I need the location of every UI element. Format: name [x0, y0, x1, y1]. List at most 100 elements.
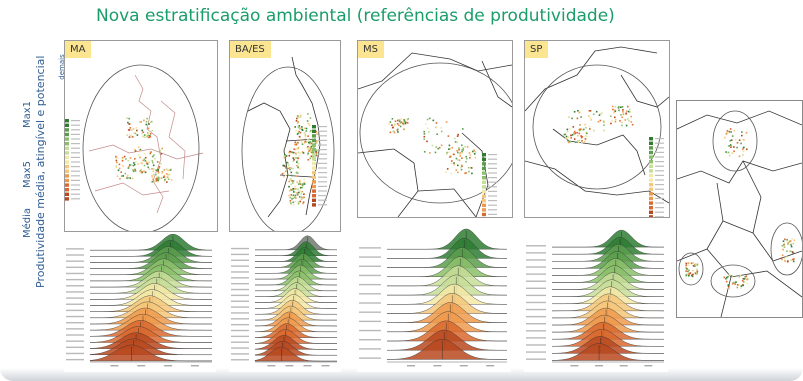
- map-pixel: [588, 125, 591, 128]
- map-pixel: [147, 166, 149, 169]
- map-pixel: [288, 194, 290, 197]
- map-pixel: [127, 121, 129, 124]
- ridge-density: [386, 237, 508, 259]
- map-pixel: [315, 152, 318, 155]
- ridge-row-label: [66, 334, 84, 336]
- map-pixel: [285, 167, 287, 169]
- map-pixel: [287, 162, 289, 164]
- map-pixel: [150, 151, 152, 153]
- map-pixel: [151, 176, 153, 178]
- map-pixel: [299, 128, 301, 130]
- map-pixel: [584, 123, 586, 126]
- map-pixel: [465, 155, 467, 158]
- map-pixel: [297, 188, 299, 190]
- ridge-tick-label: [190, 365, 199, 367]
- map-pixel: [405, 121, 407, 124]
- region-ellipse: [82, 64, 200, 231]
- map-pixel: [306, 147, 308, 149]
- map-pixel: [149, 135, 151, 137]
- map-pixel: [118, 163, 121, 166]
- map-pixel: [284, 156, 287, 159]
- ridge-density: [551, 336, 665, 354]
- map-pixel: [589, 117, 592, 119]
- legend-label: [318, 167, 327, 169]
- map-pixel: [625, 124, 628, 127]
- map-pixel: [299, 190, 301, 192]
- overview-pixel: [690, 262, 693, 265]
- map-pixel: [569, 141, 572, 143]
- map-pixel: [294, 185, 297, 188]
- overview-pixel: [728, 274, 731, 276]
- map-pixel: [621, 116, 623, 118]
- ridge-row-label: [231, 300, 249, 302]
- map-pixel: [158, 178, 160, 180]
- overview-pixel: [731, 276, 734, 278]
- map-pixel: [423, 151, 426, 153]
- overview-pixel: [694, 264, 697, 266]
- overview-pixel: [782, 248, 784, 251]
- map-pixel: [303, 183, 306, 185]
- map-pixel: [402, 122, 404, 125]
- map-pixel: [148, 168, 151, 170]
- map-pixel: [296, 147, 298, 150]
- map-pixel: [294, 148, 297, 151]
- ridge-row-label: [526, 315, 546, 318]
- map-pixel: [288, 151, 290, 154]
- ridge-row-label: [66, 322, 84, 324]
- map-pixel: [291, 174, 293, 177]
- ridge-tick-label: [619, 365, 628, 367]
- map-pixel: [127, 129, 130, 131]
- ridge-density: [254, 247, 338, 262]
- map-pixel: [434, 151, 437, 154]
- map-pixel: [288, 154, 291, 157]
- legend-label: [71, 138, 80, 140]
- map-pixel: [307, 135, 309, 137]
- map-pixel: [474, 156, 477, 159]
- map-pixel: [456, 150, 458, 152]
- map-pixel: [461, 157, 463, 159]
- ridge-tick-label: [595, 365, 604, 367]
- map-pixel: [133, 132, 135, 134]
- map-pixel: [129, 134, 131, 136]
- overview-pixel: [791, 251, 794, 253]
- map-pixel: [458, 159, 461, 162]
- label-max1: Max1: [22, 100, 33, 128]
- legend-label: [488, 200, 497, 202]
- map-pixel: [573, 131, 576, 134]
- overview-pixel: [728, 154, 731, 157]
- map-pixel: [154, 157, 156, 160]
- map-pixel: [170, 179, 173, 181]
- ridge-row-label: [359, 256, 381, 258]
- map-pixel: [304, 140, 307, 143]
- overview-pixel: [744, 277, 747, 280]
- ridge-density: [89, 233, 213, 251]
- overview-pixel: [686, 273, 688, 276]
- ridge-row-label: [526, 337, 546, 339]
- map-pixel: [301, 141, 303, 143]
- map-pixel: [133, 163, 136, 166]
- map-pixel: [309, 151, 312, 153]
- overview-pixel: [789, 250, 792, 252]
- map-pixel: [431, 144, 434, 147]
- overview-pixel: [792, 242, 795, 245]
- map-pixel: [288, 174, 290, 176]
- map-pixel: [283, 155, 285, 157]
- overview-pixel: [731, 135, 734, 137]
- legend-label: [71, 156, 80, 158]
- map-pixel: [466, 146, 469, 148]
- map-pixel: [283, 175, 285, 178]
- map-pixel: [115, 159, 118, 162]
- overview-pixel: [687, 270, 689, 273]
- legend-swatch: [649, 192, 653, 196]
- map-pixel: [469, 156, 471, 159]
- map-pixel: [146, 162, 148, 164]
- map-pixel: [399, 122, 402, 124]
- map-pixel: [144, 171, 147, 174]
- map-pixel: [141, 132, 143, 135]
- map-sp-label: SP: [525, 41, 549, 58]
- ridge-row-label: [231, 323, 249, 326]
- overview-pixel: [790, 259, 792, 261]
- map-pixel: [454, 137, 456, 140]
- overview-outline: [706, 248, 802, 298]
- map-pixel: [305, 127, 308, 130]
